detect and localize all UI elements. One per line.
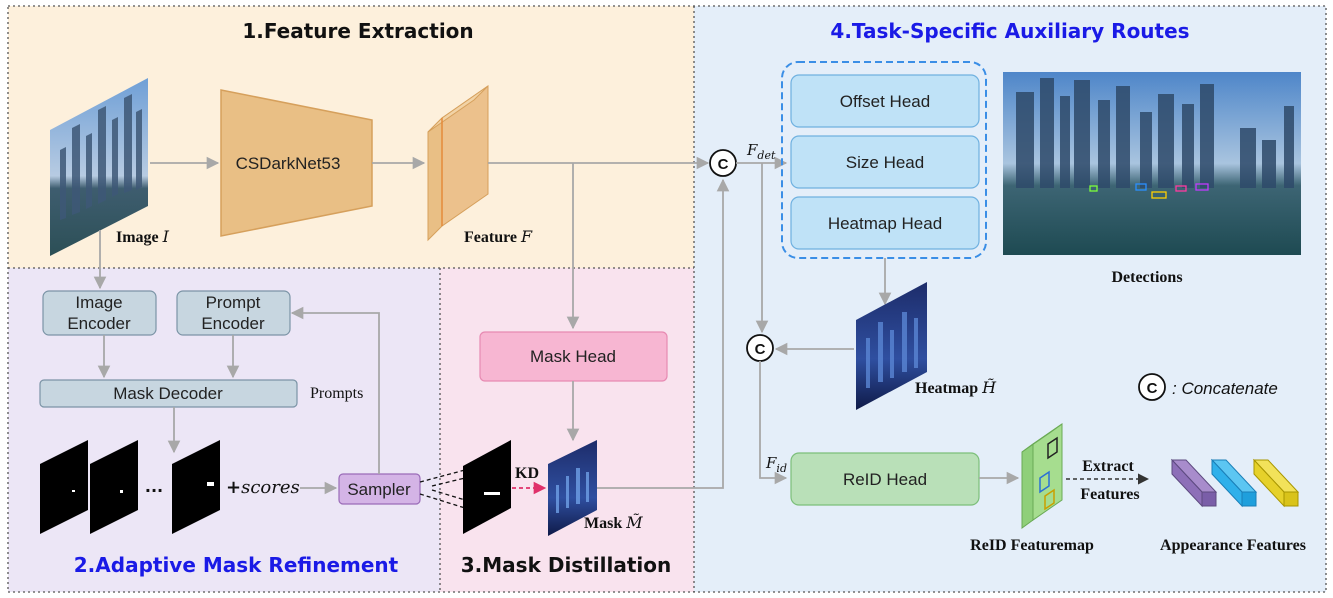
masks-ellipsis: ...: [145, 477, 163, 496]
section-borders: [7, 5, 1327, 593]
input-image: [50, 78, 148, 256]
heatmap-head-box: [790, 196, 980, 250]
reid-head-box: [790, 452, 980, 506]
predicted-mask-image: [548, 440, 597, 536]
image-label: Image I: [116, 227, 170, 246]
image-encoder-label-2: Encoder: [67, 314, 131, 333]
concat-symbol-top: C: [718, 156, 729, 173]
section-title-feature-extraction: 1.Feature Extraction: [242, 19, 473, 43]
appearance-feature-purple: [1170, 458, 1218, 508]
feature-label: Feature F: [464, 227, 533, 246]
prompt-encoder-label-2: Encoder: [201, 314, 265, 333]
appearance-feature-blue: [1210, 458, 1258, 508]
reid-featuremap: [1021, 423, 1063, 529]
reid-head-label: ReID Head: [843, 470, 927, 489]
heatmap-label: Heatmap H̃: [915, 378, 997, 397]
arrow-sampler-to-prompt-encoder: [290, 306, 380, 474]
mask-head-label: Mask Head: [530, 347, 616, 366]
concat-legend-label: : Concatenate: [1172, 379, 1278, 398]
heatmap-head-label: Heatmap Head: [828, 214, 942, 233]
heatmap-image: [856, 282, 927, 410]
detections-image: [1003, 72, 1301, 255]
section-mask-distillation-bg: [440, 268, 694, 592]
image-encoder-label-1: Image: [75, 293, 122, 312]
section-title-mask-distillation: 3.Mask Distillation: [461, 553, 671, 577]
arrow-concat-to-reid-head: [759, 361, 788, 485]
concat-legend-symbol: C: [1147, 380, 1158, 397]
offset-head-label: Offset Head: [840, 92, 930, 111]
distillation-binary-mask: [463, 440, 511, 534]
image-encoder-box: [42, 290, 157, 336]
extract-label-1: Extract: [1082, 458, 1134, 475]
sampler-dashed-connector: [419, 469, 466, 509]
section-title-adaptive-mask-refinement: 2.Adaptive Mask Refinement: [74, 553, 399, 577]
kd-label: KD: [515, 465, 539, 482]
mask-decoder-box: [39, 379, 298, 408]
extract-label-2: Features: [1080, 486, 1139, 503]
detections-label: Detections: [1111, 269, 1182, 286]
scores-label: +scores: [226, 477, 300, 498]
prompts-label: Prompts: [310, 385, 363, 402]
f-det-label: Fdet: [746, 141, 776, 162]
reid-featuremap-label: ReID Featuremap: [970, 537, 1094, 554]
binary-masks: [40, 440, 220, 534]
detection-heads-group: [781, 61, 987, 259]
arrow-mask-to-concat-top: [597, 178, 730, 489]
mask-decoder-label: Mask Decoder: [113, 384, 223, 403]
feature-block: [427, 85, 489, 242]
appearance-feature-yellow: [1252, 458, 1300, 508]
offset-head-box: [790, 74, 980, 128]
section-title-task-routes: 4.Task-Specific Auxiliary Routes: [830, 19, 1189, 43]
size-head-label: Size Head: [846, 153, 924, 172]
size-head-box: [790, 135, 980, 189]
concat-symbol-bottom: C: [755, 341, 766, 358]
prompt-encoder-label-1: Prompt: [206, 293, 261, 312]
mask-label: Mask M̃: [584, 513, 643, 532]
sampler-label: Sampler: [347, 480, 411, 499]
appearance-features-label: Appearance Features: [1160, 537, 1306, 554]
backbone-label: CSDarkNet53: [236, 154, 341, 173]
concat-legend-icon: [1138, 373, 1166, 401]
f-id-label: Fid: [765, 454, 787, 475]
backbone-csdarknet53: [220, 89, 373, 237]
